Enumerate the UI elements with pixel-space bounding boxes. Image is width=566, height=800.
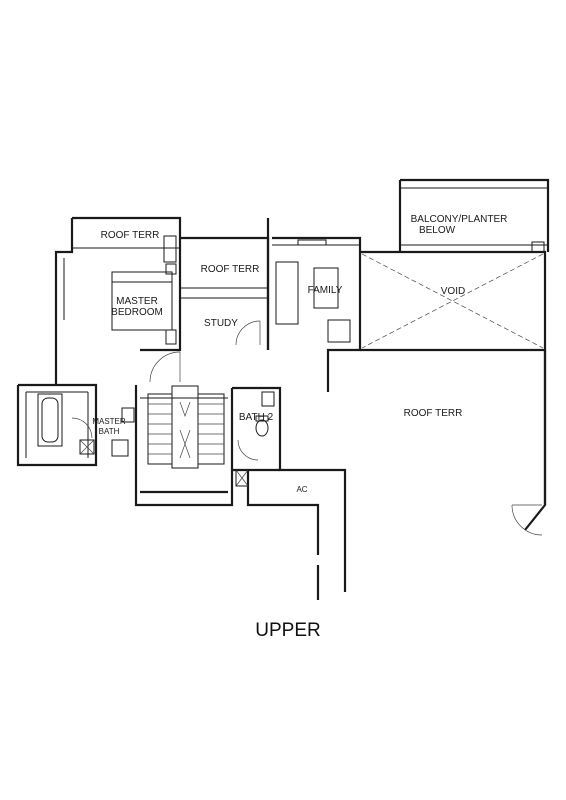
ac-label: AC (296, 485, 307, 494)
master-bath-label-line2: BATH (99, 427, 120, 436)
void-label: VOID (441, 286, 465, 297)
roof-terr-top-left-label: ROOF TERR (101, 230, 160, 241)
void-cross (361, 253, 544, 349)
master-bedroom-label-line1: MASTER (116, 296, 158, 307)
balcony-label-line2: BELOW (419, 225, 456, 236)
balcony-label-line1: BALCONY/PLANTER (411, 214, 508, 225)
roof-terr-top-mid-label: ROOF TERR (201, 264, 260, 275)
staircase (147, 385, 225, 469)
master-bath-label-line1: MASTER (92, 417, 126, 426)
master-bedroom-label-line2: BEDROOM (111, 307, 163, 318)
study-label: STUDY (204, 318, 238, 329)
interior-partitions (25, 187, 548, 458)
family-label: FAMILY (308, 285, 343, 296)
floor-caption: UPPER (255, 620, 320, 641)
fixtures (37, 235, 545, 487)
roof-terr-right-label: ROOF TERR (404, 408, 463, 419)
outer-walls (16, 178, 550, 600)
doors (71, 320, 543, 536)
bath-2-label: BATH 2 (239, 412, 274, 423)
